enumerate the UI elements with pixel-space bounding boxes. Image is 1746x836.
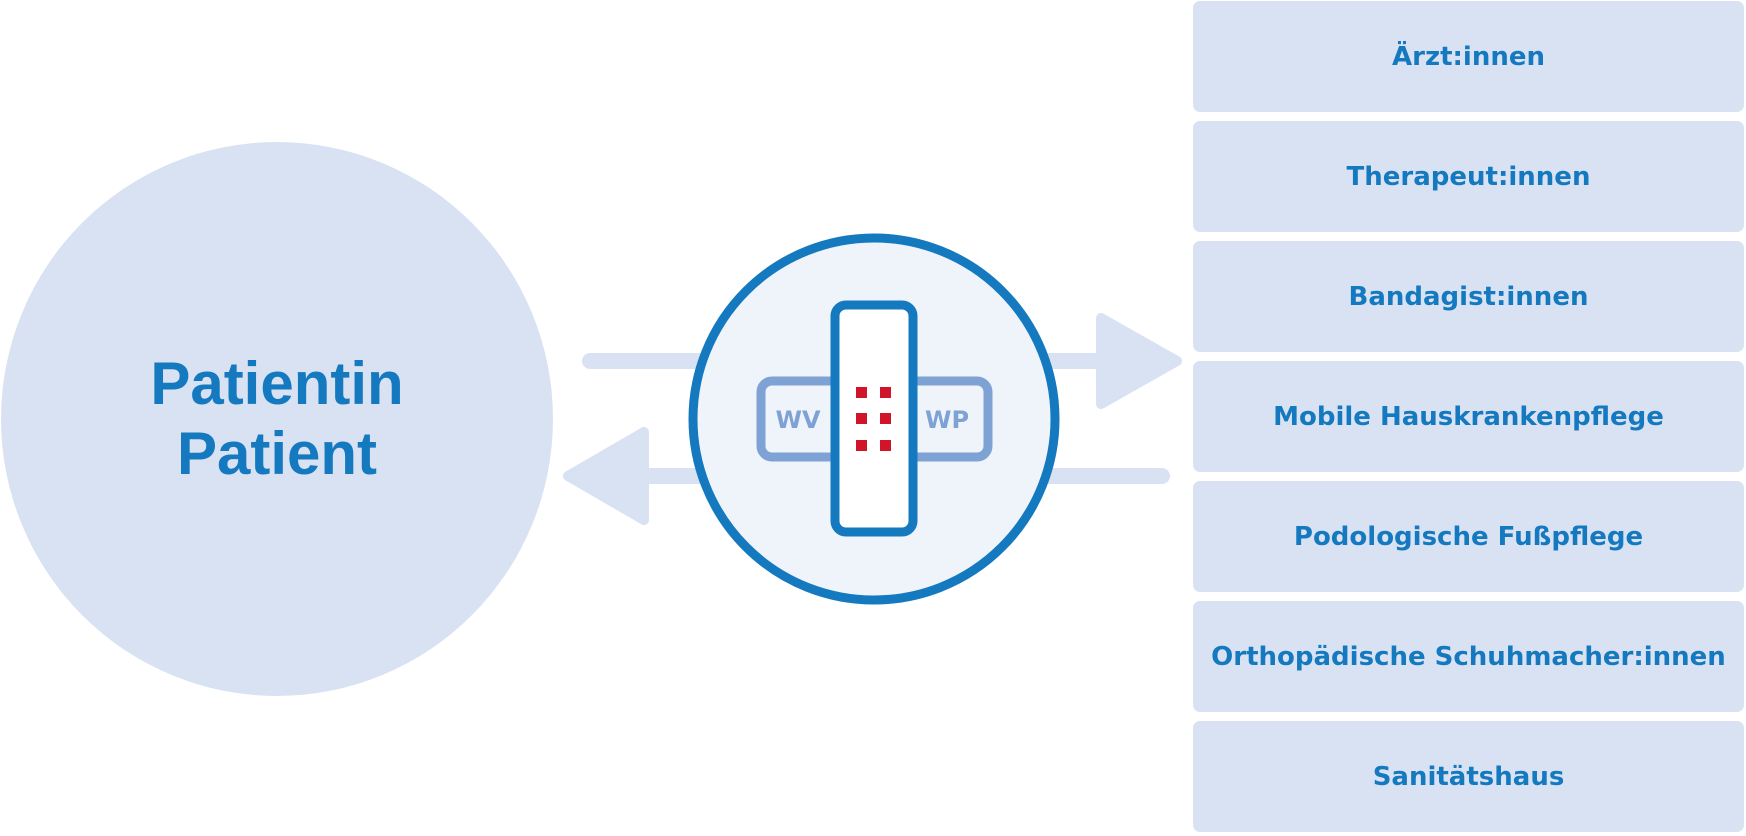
provider-box-fusspflege: Podologische Fußpflege bbox=[1193, 481, 1744, 592]
patient-label-line2: Patient bbox=[176, 420, 378, 487]
patient-circle: Patientin Patient bbox=[1, 142, 553, 696]
provider-box-aerzte: Ärzt:innen bbox=[1193, 1, 1744, 112]
provider-box-bandagisten: Bandagist:innen bbox=[1193, 241, 1744, 352]
provider-box-schuhmacher: Orthopädische Schuhmacher:innen bbox=[1193, 601, 1744, 712]
bandage-icon bbox=[756, 300, 993, 537]
provider-box-sanitaetshaus: Sanitätshaus bbox=[1193, 721, 1744, 832]
badge-label-wp: WP bbox=[925, 406, 969, 434]
provider-list: Ärzt:innen Therapeut:innen Bandagist:inn… bbox=[1193, 1, 1744, 832]
patient-label-line1: Patientin bbox=[150, 350, 404, 417]
badge-label-wv: WV bbox=[775, 406, 820, 434]
provider-box-hauskrankenpflege: Mobile Hauskrankenpflege bbox=[1193, 361, 1744, 472]
provider-box-therapeuten: Therapeut:innen bbox=[1193, 121, 1744, 232]
